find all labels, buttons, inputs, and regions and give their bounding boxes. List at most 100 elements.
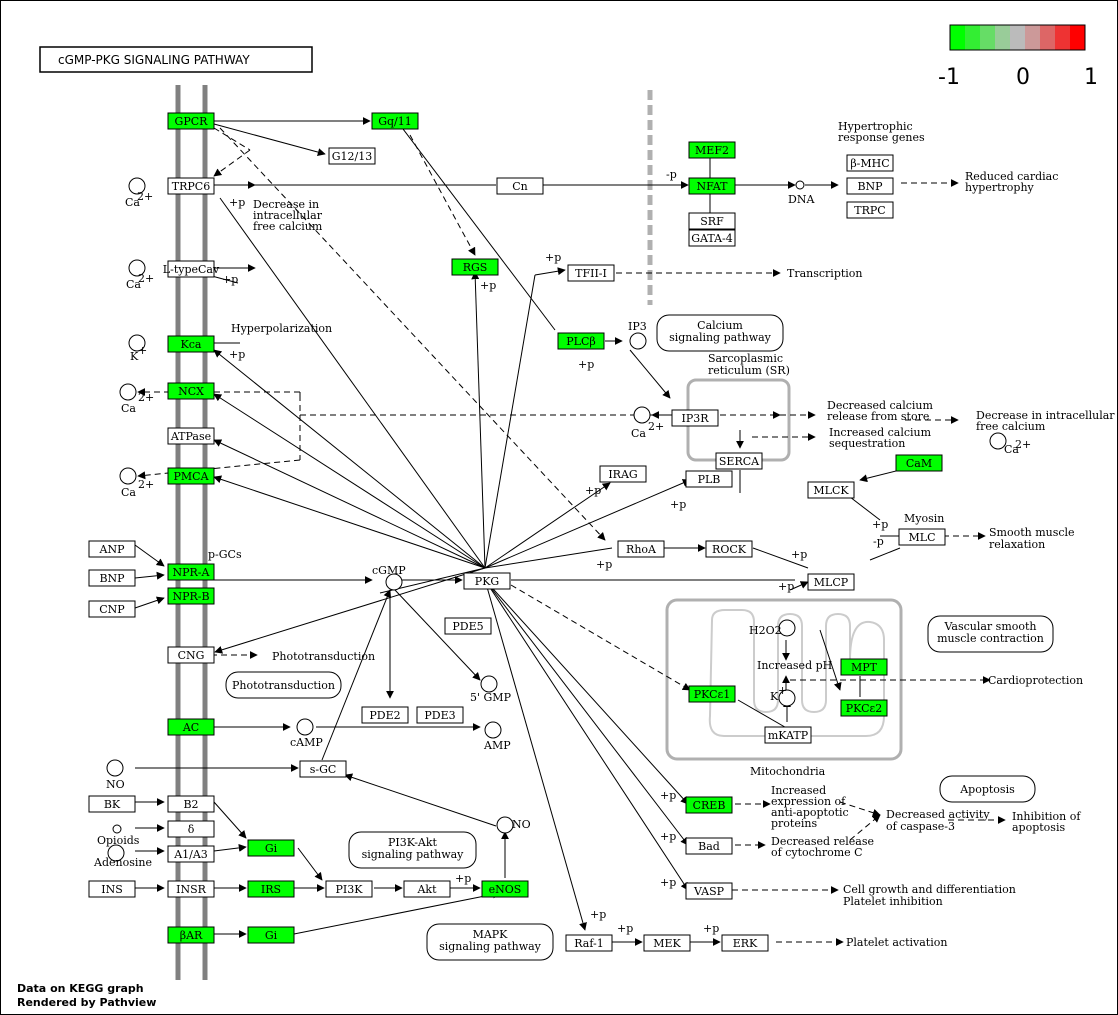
gene-node-mek[interactable]: MEK — [643, 934, 691, 952]
gene-node-mlck[interactable]: MLCK — [807, 481, 855, 499]
gene-node-ac[interactable]: AC — [167, 718, 215, 736]
compound-node[interactable] — [128, 177, 146, 195]
gene-node-pde5[interactable]: PDE5 — [444, 617, 492, 635]
gene-node-gi2[interactable]: Gi — [247, 926, 295, 944]
gene-node-pmca[interactable]: PMCA — [167, 467, 215, 485]
gene-node-npra[interactable]: NPR-A — [167, 563, 215, 581]
compound-node[interactable] — [480, 675, 498, 693]
gene-node-mpt[interactable]: MPT — [840, 658, 888, 676]
gene-node-rgs[interactable]: RGS — [451, 258, 499, 276]
gene-node-enos[interactable]: eNOS — [481, 880, 529, 898]
gene-node-nfat[interactable]: NFAT — [688, 177, 736, 195]
compound-node[interactable] — [496, 816, 514, 834]
gene-node-pde3[interactable]: PDE3 — [416, 706, 464, 724]
gene-node-cng[interactable]: CNG — [167, 646, 215, 664]
gene-node-a1a3[interactable]: A1/A3 — [167, 845, 215, 863]
gene-node-anp[interactable]: ANP — [88, 540, 136, 558]
map-label: MAPK — [473, 928, 509, 941]
gene-node-atpase[interactable]: ATPase — [167, 427, 215, 445]
gene-node-g1213[interactable]: G12/13 — [328, 147, 376, 165]
gene-node-rock[interactable]: ROCK — [705, 540, 753, 558]
gene-node-erk[interactable]: ERK — [721, 934, 769, 952]
edge — [213, 439, 486, 569]
gene-node-plcb[interactable]: PLCβ — [557, 332, 605, 350]
compound-node[interactable] — [778, 619, 796, 637]
map-node-phototrans[interactable]: Phototransduction — [225, 671, 342, 699]
gene-node-irs[interactable]: IRS — [247, 880, 295, 898]
gene-node-gi1[interactable]: Gi — [247, 839, 295, 857]
compound-node[interactable] — [795, 180, 805, 190]
compound-node[interactable] — [107, 844, 125, 862]
gene-node-mlc[interactable]: MLC — [898, 528, 946, 546]
gene-node-sgc[interactable]: s-GC — [299, 760, 347, 778]
gene-node-bmhc[interactable]: β-MHC — [846, 154, 894, 172]
gene-node-rhoa[interactable]: RhoA — [617, 540, 665, 558]
gene-node-cn[interactable]: Cn — [496, 177, 544, 195]
edge — [471, 271, 486, 569]
gene-node-nprb[interactable]: NPR-B — [167, 587, 215, 605]
gene-node-gq11[interactable]: Gq/11 — [371, 112, 419, 130]
gene-node-bnp_lig[interactable]: BNP — [88, 569, 136, 587]
gene-node-cam[interactable]: CaM — [895, 454, 943, 472]
gene-node-kca[interactable]: Kca — [167, 335, 215, 353]
gene-node-mkatp[interactable]: mKATP — [764, 726, 812, 744]
gene-label: NPR-B — [172, 590, 209, 603]
compound-node[interactable] — [633, 406, 651, 424]
gene-node-mef2[interactable]: MEF2 — [688, 141, 736, 159]
gene-node-raf1[interactable]: Raf-1 — [565, 934, 613, 952]
gene-node-cnp[interactable]: CNP — [88, 600, 136, 618]
compound-node[interactable] — [106, 759, 124, 777]
gene-node-pkg[interactable]: PKG — [463, 572, 511, 590]
gene-node-srf[interactable]: SRF — [688, 212, 736, 230]
compound-node[interactable] — [128, 334, 146, 352]
gene-node-creb[interactable]: CREB — [685, 796, 733, 814]
gene-node-gpcr[interactable]: GPCR — [167, 112, 215, 130]
gene-node-ltypecav[interactable]: L-typeCav — [163, 260, 220, 278]
gene-node-serca[interactable]: SERCA — [715, 452, 763, 470]
gene-node-trpc6[interactable]: TRPC6 — [167, 177, 215, 195]
gene-node-pkce2[interactable]: PKCε2 — [840, 699, 888, 717]
map-box — [939, 775, 1036, 803]
gene-box — [167, 260, 215, 278]
gene-node-delta[interactable]: δ — [167, 820, 215, 838]
compound-node[interactable] — [484, 721, 502, 739]
gene-node-bnp_gene[interactable]: BNP — [846, 177, 894, 195]
gene-node-ip3r[interactable]: IP3R — [671, 409, 719, 427]
gene-node-ins[interactable]: INS — [88, 880, 136, 898]
pathway-title: cGMP-PKG SIGNALING PATHWAY — [58, 53, 250, 67]
gene-node-tfii[interactable]: TFII-I — [567, 264, 615, 282]
compound-node[interactable] — [112, 824, 122, 834]
gene-node-insr[interactable]: INSR — [167, 880, 215, 898]
gene-node-pi3k[interactable]: PI3K — [325, 880, 373, 898]
gene-node-gata4[interactable]: GATA-4 — [688, 229, 736, 247]
compound-node[interactable] — [385, 573, 403, 591]
gene-label: s-GC — [310, 763, 337, 776]
map-node-apoptosis[interactable]: Apoptosis — [939, 775, 1036, 803]
gene-node-trpc_gene[interactable]: TRPC — [846, 201, 894, 219]
compound-node[interactable] — [629, 332, 647, 350]
gene-node-pde2[interactable]: PDE2 — [361, 706, 409, 724]
gene-node-bad[interactable]: Bad — [685, 837, 733, 855]
gene-node-pkce1[interactable]: PKCε1 — [688, 685, 736, 703]
gene-node-bk[interactable]: BK — [88, 795, 136, 813]
compound-node[interactable] — [128, 259, 146, 277]
compound-node[interactable] — [296, 718, 314, 736]
compound-node[interactable] — [989, 432, 1007, 450]
gene-node-ncx[interactable]: NCX — [167, 382, 215, 400]
gene-node-akt[interactable]: Akt — [403, 880, 451, 898]
gene-label: G12/13 — [332, 150, 373, 163]
gene-node-plb[interactable]: PLB — [685, 470, 733, 488]
gene-node-bar[interactable]: βAR — [167, 926, 215, 944]
compound-node[interactable] — [119, 383, 137, 401]
gene-label: BK — [104, 798, 121, 811]
compound-node[interactable] — [119, 467, 137, 485]
compound-node[interactable] — [778, 689, 796, 707]
gene-node-b2[interactable]: B2 — [167, 795, 215, 813]
gene-node-irag[interactable]: IRAG — [599, 465, 647, 483]
gene-node-vasp[interactable]: VASP — [685, 882, 733, 900]
gene-node-mlcp[interactable]: MLCP — [807, 573, 855, 591]
